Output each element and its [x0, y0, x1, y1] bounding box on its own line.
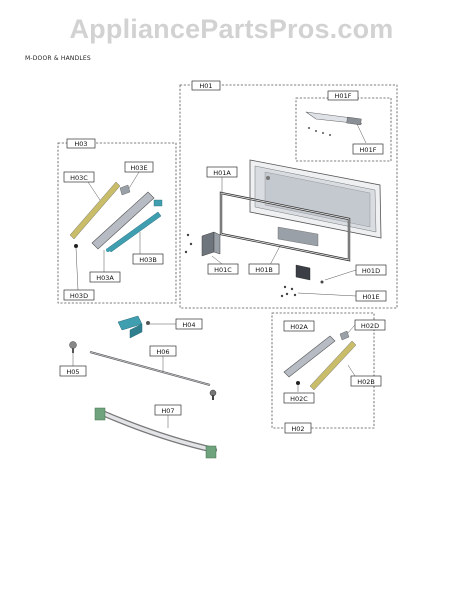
label-h02: H02: [291, 425, 304, 433]
h01f-screws: [308, 127, 331, 136]
label-h01a: H01A: [213, 169, 231, 177]
leader-h03e: [127, 171, 140, 191]
label-box-h01f-bottom[interactable]: [352, 143, 384, 155]
h03b-hinge-assembly: [106, 199, 163, 253]
h07-handle: [94, 407, 217, 459]
label-box-h02[interactable]: [284, 422, 312, 434]
label-h07: H07: [161, 407, 174, 415]
h02b-yellow-rail: [309, 340, 357, 391]
label-box-h01d[interactable]: [355, 264, 387, 276]
h01d-clip: [295, 264, 311, 281]
h06-rod-highlight: [89, 351, 211, 386]
h01f-trim-end: [346, 116, 362, 126]
h06-end-screw: [209, 389, 217, 400]
label-h05: H05: [66, 368, 79, 376]
h01c-screws: [184, 233, 193, 254]
group-h02-frame: [271, 312, 375, 429]
label-h06: H06: [156, 348, 169, 356]
label-h01b: H01B: [255, 266, 273, 274]
label-h01c: H01C: [214, 266, 232, 274]
label-box-h03a[interactable]: [89, 271, 121, 283]
label-box-h01f-top[interactable]: [327, 90, 359, 101]
label-box-h01c[interactable]: [207, 263, 239, 275]
leader-h03c: [87, 181, 101, 201]
label-h03c: H03C: [70, 174, 88, 182]
h01b-gasket-inner: [220, 192, 350, 261]
label-box-h06[interactable]: [149, 345, 177, 357]
label-box-h02c[interactable]: [283, 392, 315, 404]
label-h01: H01: [199, 82, 212, 90]
h03d-screw: [74, 244, 78, 248]
leader-h01e: [297, 292, 357, 297]
leader-h01f: [356, 123, 367, 144]
label-h03d: H03D: [70, 292, 88, 300]
h02a-steel-rail: [283, 335, 336, 378]
label-h04: H04: [182, 321, 195, 329]
label-h03e: H03E: [130, 164, 147, 172]
label-h02b: H02B: [357, 378, 375, 386]
label-box-h07[interactable]: [154, 404, 182, 416]
label-box-h03[interactable]: [66, 138, 96, 149]
h02c-screw: [296, 381, 300, 385]
h01a-door-panel: [249, 159, 382, 247]
leader-h01d: [324, 269, 357, 281]
h03e-clip: [119, 184, 131, 196]
watermark: AppliancePartsPros.com: [69, 14, 394, 44]
leader-h02b: [347, 364, 356, 377]
label-h01e: H01E: [362, 293, 379, 301]
label-h03: H03: [74, 140, 87, 148]
h03c-yellow-rail: [69, 181, 121, 240]
label-box-h05[interactable]: [59, 365, 87, 377]
label-box-h04[interactable]: [175, 318, 203, 330]
label-box-h01e[interactable]: [355, 290, 387, 302]
h03a-steel-rail: [91, 191, 155, 250]
section-title: M-DOOR & HANDLES: [25, 55, 91, 62]
label-box-h02b[interactable]: [350, 375, 382, 387]
label-h02d: H02D: [361, 322, 379, 330]
leader-h01b: [269, 245, 281, 266]
h01c-bracket: [201, 231, 221, 257]
label-box-h03b[interactable]: [132, 253, 164, 265]
h01d-screw: [320, 280, 324, 284]
label-box-h02a[interactable]: [283, 320, 315, 332]
h02d-clip: [339, 330, 350, 341]
group-h03-frame: [57, 142, 177, 304]
label-h02a: H02A: [290, 323, 308, 331]
label-h03a: H03A: [96, 274, 114, 282]
h01e-screws: [280, 285, 297, 298]
label-box-h03d[interactable]: [63, 289, 95, 301]
label-box-h03c[interactable]: [63, 171, 95, 183]
label-h01f-top: H01F: [335, 92, 352, 100]
h04-hinge-part: [117, 315, 150, 339]
group-h01-frame: [179, 84, 398, 309]
leader-h01c: [211, 255, 223, 265]
label-h02c: H02C: [290, 395, 308, 403]
label-h01f-bottom: H01F: [360, 146, 377, 154]
label-box-h01b[interactable]: [248, 263, 280, 275]
leader-h03d: [75, 247, 79, 291]
h05-handle-cap: [69, 341, 77, 353]
label-h03b: H03B: [139, 256, 157, 264]
label-h01d: H01D: [362, 267, 380, 275]
label-box-h01[interactable]: [191, 80, 221, 91]
